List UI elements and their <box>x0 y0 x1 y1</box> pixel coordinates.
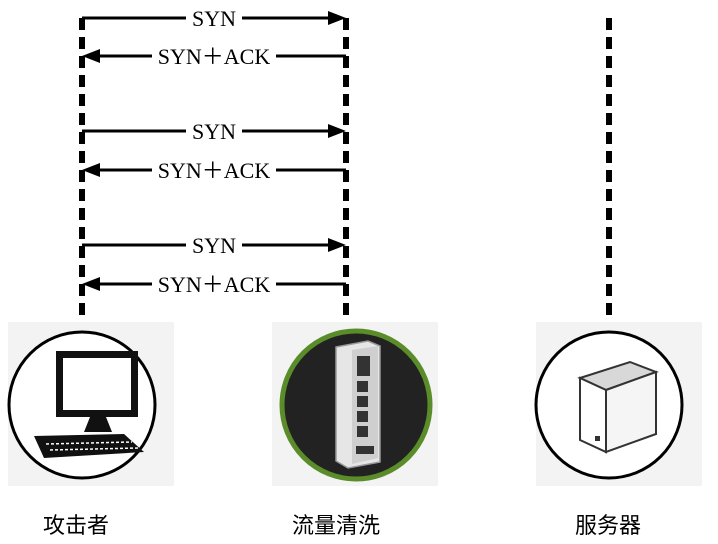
arrow-head <box>82 163 100 177</box>
scrubber-label: 流量清洗 <box>292 514 381 539</box>
label-background <box>152 43 276 69</box>
arrow-head <box>328 238 346 252</box>
arrow-head <box>82 277 100 291</box>
label-background <box>152 271 276 297</box>
message-label: SYN <box>192 6 236 31</box>
device-port <box>357 411 368 422</box>
keyboard <box>34 434 144 458</box>
server-side <box>605 370 657 454</box>
message-syn-ack: SYN＋ACK <box>82 43 346 69</box>
arrow-head <box>328 124 346 138</box>
device-port <box>357 396 368 407</box>
server-icon <box>534 322 702 486</box>
device-port <box>357 356 370 376</box>
label-background <box>186 118 242 144</box>
message-label: SYN <box>192 119 236 144</box>
message-syn-ack: SYN＋ACK <box>82 157 346 183</box>
monitor-stand <box>84 417 112 432</box>
message-syn-ack: SYN＋ACK <box>82 271 346 297</box>
message-label: SYN＋ACK <box>158 272 271 297</box>
scrubbing-device-icon <box>272 322 438 486</box>
monitor-screen <box>63 358 131 410</box>
server-led <box>595 436 600 441</box>
device-logo <box>356 446 374 454</box>
keyboard-keys <box>45 441 133 445</box>
label-background <box>186 232 242 258</box>
device-port <box>357 381 368 392</box>
server-front <box>579 376 607 454</box>
message-syn: SYN <box>82 5 346 31</box>
attacker-label: 攻击者 <box>43 514 110 539</box>
server-label: 服务器 <box>575 514 642 539</box>
arrow-head <box>328 11 346 25</box>
message-label: SYN <box>192 233 236 258</box>
label-background <box>152 157 276 183</box>
device-port <box>357 426 368 437</box>
computer-icon <box>7 322 174 486</box>
arrow-head <box>82 49 100 63</box>
message-syn: SYN <box>82 232 346 258</box>
message-syn: SYN <box>82 118 346 144</box>
label-background <box>186 5 242 31</box>
message-label: SYN＋ACK <box>158 158 271 183</box>
message-label: SYN＋ACK <box>158 44 271 69</box>
